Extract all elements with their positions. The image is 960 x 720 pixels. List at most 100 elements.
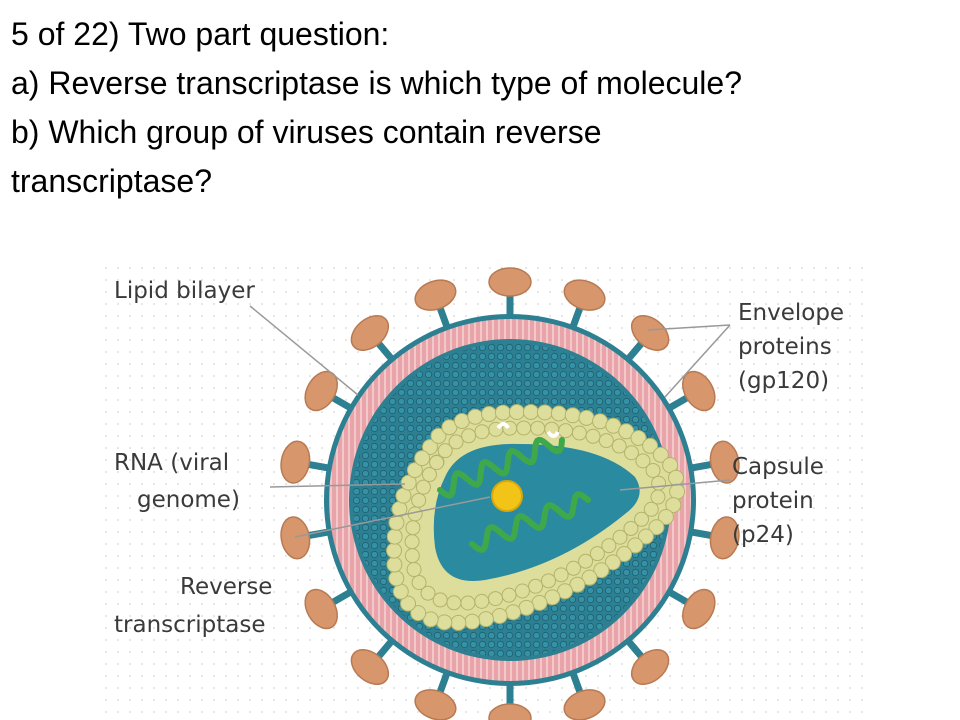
capsid-protein-bead: [650, 489, 666, 505]
capsid-protein-bead: [501, 587, 517, 603]
capsid-protein-bead: [405, 520, 421, 536]
capsid-protein-bead: [598, 433, 614, 449]
label-capsule-line-1: Capsule: [732, 454, 824, 480]
capsid-protein-bead: [643, 501, 659, 517]
enzyme-mark: [496, 422, 510, 430]
leader-reverse-transcriptase: [294, 496, 491, 538]
capsid-protein-bead: [392, 583, 409, 600]
reverse-transcriptase-enzyme: [491, 480, 523, 512]
capsid-protein-bead: [612, 529, 628, 545]
capsid-protein-bead: [491, 608, 508, 625]
capsid-protein-bead: [453, 412, 470, 429]
capsid-protein-bead: [627, 537, 644, 554]
capsid-protein-bead: [592, 413, 609, 430]
capsid-protein-bead: [571, 425, 587, 441]
capsid-protein-bead: [657, 508, 674, 525]
capsid-protein-bead: [448, 434, 464, 450]
capsid-protein-bead: [530, 420, 546, 436]
capsid-protein-bead: [522, 403, 539, 420]
capsid-protein-bead: [410, 605, 427, 622]
capsid-protein-bead: [528, 578, 544, 594]
capsid-protein-bead: [618, 423, 635, 440]
capsid-protein-bead: [514, 583, 530, 599]
capsid-protein-bead: [623, 520, 639, 536]
capsid-protein-bead: [400, 474, 417, 491]
question-line-1: 5 of 22) Two part question:: [11, 16, 390, 52]
capsid-protein-bead: [589, 546, 605, 562]
label-capsule-line-3: (p24): [732, 522, 794, 548]
capsid-protein-bead: [421, 467, 437, 483]
capsid-protein-bead: [429, 455, 445, 471]
capsid-protein-bead: [642, 437, 659, 454]
capsid-protein-bead: [630, 429, 647, 446]
capsid-protein-bead: [420, 585, 436, 601]
capsid-protein-bead: [667, 469, 684, 486]
capsid-protein-bead: [411, 492, 427, 508]
capsid-protein-bead: [430, 427, 447, 444]
capsid-protein-bead: [516, 420, 532, 436]
label-lipid-bilayer: Lipid bilayer: [114, 278, 255, 304]
leader-rna: [269, 483, 406, 488]
capsid-protein-bead: [648, 519, 665, 536]
capsid-protein-bead: [406, 562, 422, 578]
capsid-protein-bead: [601, 538, 617, 554]
capsid-protein-bead: [460, 595, 476, 611]
capsid-protein-bead: [604, 554, 621, 571]
capsid-protein-bead: [441, 419, 458, 436]
question-line-4: transcriptase?: [11, 163, 212, 199]
virus-illustration: Lipid bilayer Envelope proteins (gp120) …: [100, 262, 872, 720]
capsid-protein-bead: [388, 570, 405, 587]
label-rna-line-2: genome): [137, 487, 240, 513]
capsid-protein-bead: [669, 483, 686, 500]
capsid-protein-bead: [611, 438, 627, 454]
capsid-protein-bead: [432, 592, 448, 608]
capsid-protein-bead: [494, 404, 511, 421]
capsid-protein-bead: [518, 599, 535, 616]
capsid-protein-bead: [652, 446, 669, 463]
capsid-protein-bead: [464, 613, 481, 630]
capsid-protein-bead: [406, 462, 423, 479]
capsid-protein-bead: [623, 445, 639, 461]
label-envelope-line-2: proteins: [738, 334, 832, 360]
capsid-protein-bead: [540, 573, 556, 589]
capsid-protein-bead: [536, 404, 553, 421]
capsid-protein-bead: [553, 567, 569, 583]
capsid-protein-bead: [593, 562, 610, 579]
capsid-protein-bead: [386, 542, 403, 559]
capsid-protein-bead: [635, 453, 651, 469]
capsid-protein-bead: [569, 576, 586, 593]
leader-envelope-b: [664, 324, 731, 398]
capsid-protein-bead: [422, 439, 438, 455]
label-capsule-line-2: protein: [732, 488, 814, 514]
capsid-protein-bead: [446, 595, 462, 611]
capsid-protein-bead: [578, 409, 595, 426]
capsid-protein-bead: [436, 614, 453, 631]
capsid-protein-bead: [550, 405, 567, 422]
question-line-3: b) Which group of viruses contain revers…: [11, 114, 602, 150]
capsid-protein-bead: [404, 548, 420, 564]
capsid-protein-bead: [665, 497, 682, 514]
envelope-protein-spike: [280, 516, 338, 560]
capsid-protein-bead: [505, 604, 522, 621]
capsid-protein-bead: [467, 408, 484, 425]
capsid-protein-bead: [564, 407, 581, 424]
capsid-protein-bead: [634, 511, 650, 527]
label-envelope-line-3: (gp120): [738, 368, 829, 394]
capsid-protein-bead: [437, 443, 453, 459]
label-envelope-line-1: Envelope: [738, 300, 844, 326]
capsid-protein-bead: [566, 560, 582, 576]
leader-capsule: [619, 479, 731, 491]
capsid-protein-bead: [478, 611, 495, 628]
capsid-protein-bead: [461, 428, 477, 444]
rna-strand-2: [469, 491, 591, 553]
capsid-protein-bead: [415, 479, 431, 495]
capsid-protein-bead: [386, 528, 403, 545]
capsid-protein-bead: [508, 404, 525, 421]
rna-strand-1: [437, 436, 565, 499]
label-rna-line-1: RNA (viral: [114, 450, 229, 476]
capsid-protein-bead: [585, 428, 601, 444]
capsid-protein-bead: [616, 546, 633, 563]
capsid-protein-bead: [404, 534, 420, 550]
capsid-protein-bead: [450, 614, 467, 631]
question-text: 5 of 22) Two part question: a) Reverse t…: [11, 10, 951, 206]
